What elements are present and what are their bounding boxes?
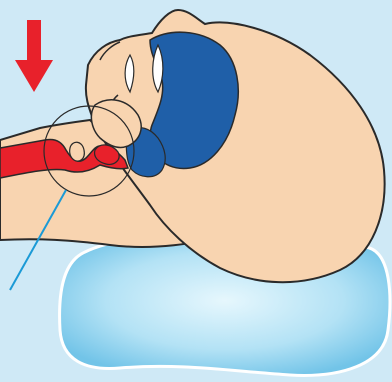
soft-palate <box>70 142 85 161</box>
